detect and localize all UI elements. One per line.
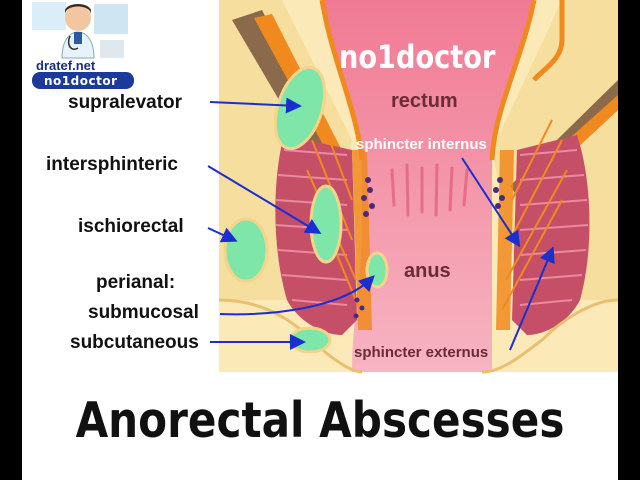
arrow-ischiorectal bbox=[207, 227, 238, 243]
right-anal-glands bbox=[493, 177, 505, 209]
rectal-wall-vessel bbox=[319, 0, 565, 161]
label-sphincter-externus: sphincter externus bbox=[354, 344, 489, 361]
anatomy-diagram bbox=[22, 0, 618, 374]
watermark: no1doctor bbox=[339, 38, 496, 76]
label-anus: anus bbox=[404, 260, 451, 282]
arrow-intersphinteric bbox=[207, 165, 322, 235]
label-arrows bbox=[207, 97, 555, 351]
logo-badge-bg bbox=[32, 72, 134, 89]
arrow-sphincter-externus bbox=[509, 246, 555, 351]
label-subcutaneous: subcutaneous bbox=[70, 332, 199, 353]
subcutaneous-abscess bbox=[288, 326, 332, 354]
label-intersphinteric: intersphinteric bbox=[46, 154, 178, 175]
right-nerve-branches bbox=[501, 119, 568, 311]
label-supralevator: supralevator bbox=[68, 92, 183, 113]
arrow-submucosal bbox=[219, 275, 375, 316]
label-sphincter-internus: sphincter internus bbox=[356, 136, 487, 153]
label-rectum: rectum bbox=[391, 90, 458, 112]
intersphincteric-abscess bbox=[309, 184, 343, 264]
page-title: Anorectal Abscesses bbox=[75, 392, 565, 449]
left-anal-glands bbox=[353, 177, 375, 319]
label-submucosal: submucosal bbox=[88, 302, 199, 323]
arrow-supralevator bbox=[209, 97, 302, 114]
logo-badge: no1doctor bbox=[44, 74, 118, 88]
anal-folds bbox=[390, 163, 469, 217]
site-name: dratef.net bbox=[36, 58, 96, 73]
video-frame: dratef.net no1doctor no1doctor supraleva… bbox=[22, 0, 618, 480]
submucosal-abscess bbox=[365, 251, 389, 289]
label-ischiorectal: ischiorectal bbox=[78, 216, 184, 237]
ischiorectal-abscess bbox=[223, 217, 269, 283]
label-perianal: perianal: bbox=[96, 272, 176, 293]
arrow-sphincter-internus bbox=[461, 157, 521, 248]
